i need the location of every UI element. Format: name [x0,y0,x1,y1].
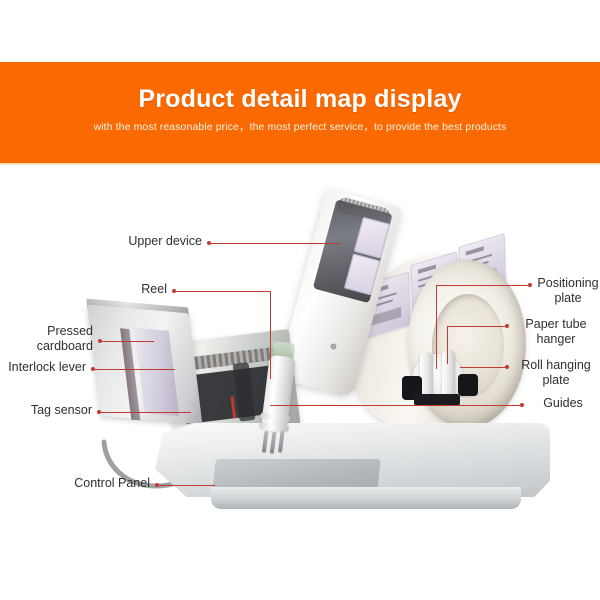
banner-underline [0,163,600,165]
page-subtitle: with the most reasonable price，the most … [93,121,507,133]
dot-tag-sensor [97,410,101,414]
dot-reel [172,289,176,293]
hub-fin-right [442,350,455,400]
cylinder-prong-b [269,431,277,454]
page-title: Product detail map display [138,85,462,113]
leader-paper-tube-v [447,326,448,364]
callout-control-panel: Control Panel [74,476,150,490]
dot-pressed-cardboard [98,339,102,343]
callout-reel: Reel [141,282,167,296]
guide-block-right [458,374,478,396]
callout-roll-hanging-plate: Roll hanging plate [521,358,591,387]
header-banner: Product detail map display with the most… [0,62,600,163]
callout-tag-sensor: Tag sensor [30,403,92,417]
cylinder-prong-c [277,430,285,453]
leader-positioning-v [436,285,437,369]
callout-interlock-lever: Interlock lever [8,360,86,374]
callout-upper-device: Upper device [128,234,202,248]
dot-control-panel [155,483,159,487]
dot-roll-hanging-plate [505,365,509,369]
leader-positioning-h [436,285,528,286]
leader-paper-tube-h [447,326,505,327]
leader-tag-sensor [101,412,191,413]
product-photo: Upper device Reel Pressed cardboard Inte… [0,168,600,600]
base-front-edge [211,487,521,509]
leader-guides [270,405,520,406]
callout-guides: Guides [543,396,583,410]
leader-pressed-cardboard [102,341,154,342]
upper-screw [329,342,338,351]
leader-reel-h [176,291,271,292]
cylinder-prong-a [261,430,269,453]
callout-paper-tube-hanger: Paper tube hanger [525,317,587,346]
callout-positioning-plate: Positioning plate [537,276,599,305]
callout-pressed-cardboard: Pressed cardboard [36,324,93,353]
leader-control-panel [159,485,215,486]
dot-guides [520,403,524,407]
machine-base [155,413,550,513]
dot-interlock-lever [91,367,95,371]
dot-positioning-plate [528,283,532,287]
hub-fin-left [420,352,433,402]
base-top-plate [155,423,550,497]
leader-reel-v [270,291,271,379]
dot-upper-device [207,241,211,245]
leader-upper-device [211,243,341,244]
dot-paper-tube-hanger [505,324,509,328]
guides-arm [414,394,460,406]
paper-tube-hanger-assembly [402,350,478,412]
leader-roll-hanging [460,367,505,368]
leader-interlock-lever [95,369,175,370]
